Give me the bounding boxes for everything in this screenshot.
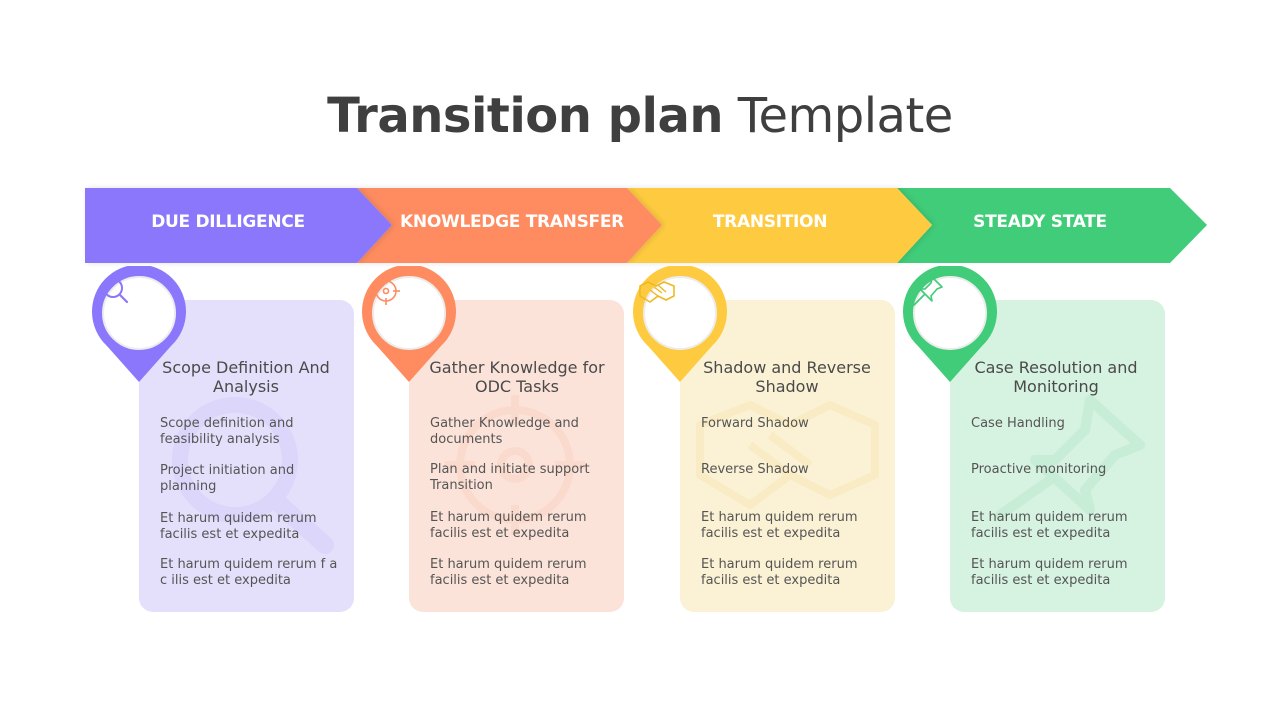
title-light: Template — [723, 88, 954, 144]
card-3-item-4: Et harum quidem rerum facilis est et exp… — [701, 557, 858, 588]
card-title-1: Scope Definition And Analysis — [162, 358, 330, 396]
card-1-item-1: Scope definition and feasibility analysi… — [160, 416, 294, 447]
card-title-4: Case Resolution and Monitoring — [974, 358, 1138, 396]
card-3-item-3: Et harum quidem rerum facilis est et exp… — [701, 510, 858, 541]
phase-pin-4 — [902, 266, 998, 382]
card-1-item-3: Et harum quidem rerum facilis est et exp… — [160, 511, 317, 542]
card-1-item-4: Et harum quidem rerum f a c ilis est et … — [160, 557, 338, 588]
phase-card-3 — [680, 300, 895, 612]
phase-arrow-3 — [627, 188, 932, 263]
card-4-item-2: Proactive monitoring — [971, 462, 1107, 477]
handshake-icon — [639, 281, 675, 303]
page-title: Transition plan Template — [0, 88, 1280, 144]
phase-pin-3 — [632, 266, 728, 382]
phase-label-4: STEADY STATE — [973, 212, 1107, 232]
search-watermark-icon — [172, 397, 334, 554]
phase-arrow-1 — [85, 188, 392, 263]
pushpin-icon — [913, 276, 943, 306]
card-4-item-4: Et harum quidem rerum facilis est et exp… — [971, 557, 1128, 588]
phase-label-3: TRANSITION — [712, 212, 828, 232]
search-icon — [103, 278, 129, 304]
phase-card-1 — [139, 300, 354, 612]
card-3-item-1: Forward Shadow — [701, 416, 809, 431]
phase-pin-1 — [91, 266, 187, 382]
phase-label-2: KNOWLEDGE TRANSFER — [400, 212, 624, 232]
card-title-2: Gather Knowledge for ODC Tasks — [429, 358, 605, 396]
phase-pin-2 — [361, 266, 457, 382]
card-2-item-3: Et harum quidem rerum facilis est et exp… — [430, 510, 587, 541]
card-title-3: Shadow and Reverse Shadow — [703, 358, 871, 396]
card-4-item-1: Case Handling — [971, 416, 1065, 431]
card-2-item-1: Gather Knowledge and documents — [430, 416, 579, 447]
phase-arrow-2 — [357, 188, 662, 263]
card-3-item-2: Reverse Shadow — [701, 462, 809, 477]
card-1-item-2: Project initiation and planning — [160, 463, 295, 494]
phase-card-4 — [950, 300, 1165, 612]
handshake-watermark-icon — [696, 401, 879, 509]
card-4-item-3: Et harum quidem rerum facilis est et exp… — [971, 510, 1128, 541]
phase-arrow-4 — [897, 188, 1207, 263]
phase-label-1: DUE DILLIGENCE — [151, 212, 305, 232]
target-icon — [372, 277, 400, 305]
target-watermark-icon — [445, 395, 585, 535]
phase-card-2 — [409, 300, 624, 612]
card-2-item-4: Et harum quidem rerum facilis est et exp… — [430, 557, 587, 588]
card-2-item-2: Plan and initiate support Transition — [430, 462, 590, 493]
title-bold: Transition plan — [327, 88, 724, 144]
pushpin-watermark-icon — [995, 395, 1145, 520]
